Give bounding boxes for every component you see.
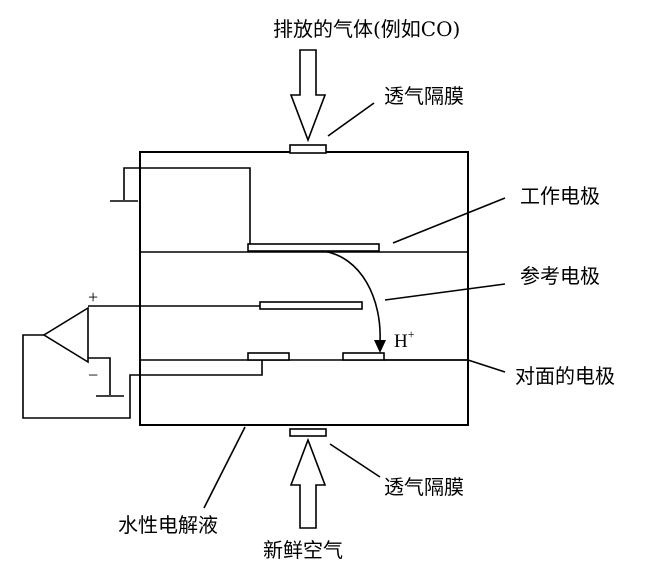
- amplifier-minus-sign: −: [88, 365, 98, 385]
- air-inlet-arrow: [289, 437, 327, 529]
- exhaust-gas-label: 排放的气体(例如CO): [273, 17, 460, 41]
- proton-symbol-base: H: [394, 331, 408, 352]
- working-electrode-plate: [247, 243, 380, 252]
- reference-electrode-label: 参考电极: [520, 264, 600, 288]
- proton-symbol: H+: [394, 327, 415, 352]
- bottom-membrane-label: 透气隔膜: [384, 475, 464, 499]
- amplifier-minus-lead: [88, 357, 111, 395]
- amplifier-output-lead: [22, 334, 263, 419]
- working-electrode-lead: [123, 167, 251, 244]
- electrolyte-label: 水性电解液: [118, 513, 218, 537]
- leader-reference-electrode: [384, 283, 506, 301]
- proton-migration-arrow: [321, 250, 381, 343]
- proton-arrowhead: [374, 340, 386, 353]
- counter-electrode-left-plate: [247, 352, 290, 361]
- counter-electrode-label: 对面的电极: [515, 364, 615, 388]
- proton-symbol-charge: +: [408, 327, 415, 341]
- amplifier-plus-sign: +: [88, 287, 98, 307]
- leader-working-electrode: [392, 197, 506, 244]
- fresh-air-label: 新鲜空气: [263, 538, 343, 562]
- amplifier-triangle: [42, 306, 89, 364]
- leader-membrane-top: [327, 102, 375, 137]
- leader-membrane-bottom: [329, 443, 381, 478]
- reference-electrode-plate: [259, 301, 363, 310]
- working-electrode-label: 工作电极: [520, 184, 600, 208]
- bottom-membrane: [289, 428, 327, 437]
- sensor-housing: [139, 151, 469, 426]
- leader-electrolyte: [203, 426, 246, 509]
- leader-counter-electrode-ext: [467, 359, 506, 373]
- top-membrane: [289, 144, 327, 154]
- counter-electrode-right-plate: [342, 352, 385, 361]
- gas-inlet-arrow: [289, 49, 327, 143]
- top-membrane-label: 透气隔膜: [384, 84, 464, 108]
